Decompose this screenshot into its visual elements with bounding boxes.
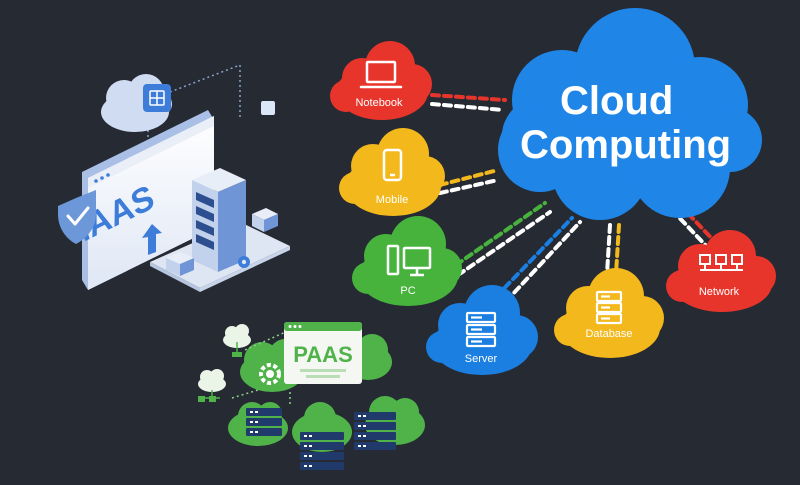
node-pc-label: PC (400, 285, 415, 297)
small-square-decoration (261, 101, 275, 115)
iaas-server-tower (192, 168, 246, 272)
iaas-cloud-icon (101, 74, 172, 132)
node-mobile-label: Mobile (376, 194, 408, 206)
server-icon (465, 311, 497, 348)
node-database-label: Database (585, 328, 632, 340)
iaas-small-box-left (166, 252, 194, 276)
paas-gear-icon (259, 363, 281, 385)
desktop-icon (386, 244, 432, 277)
connector-notebook (430, 93, 507, 112)
paas-illustration: PAAS (198, 322, 425, 470)
node-network-label: Network (699, 286, 740, 298)
node-pc: PC (352, 216, 462, 306)
paas-small-cloud-left (198, 369, 226, 402)
laptop-icon (359, 60, 403, 89)
iaas-small-box-right (252, 208, 278, 232)
upload-arrow-icon (142, 224, 162, 255)
phone-icon (382, 148, 403, 182)
node-notebook-label: Notebook (355, 97, 403, 109)
iaas-screen: IAAS (74, 110, 214, 290)
database-icon (595, 290, 623, 325)
main-cloud-title-line1: Cloud (560, 79, 673, 123)
main-cloud: Cloud Computing (498, 8, 762, 220)
node-notebook: Notebook (330, 41, 432, 120)
connector-pc (454, 201, 552, 277)
paas-server-stack-left (246, 408, 282, 436)
node-database: Database (554, 268, 664, 358)
shield-icon (58, 190, 96, 244)
gear-icon (238, 256, 250, 268)
connector-network (670, 203, 720, 252)
paas-server-stack-middle (300, 432, 344, 470)
iaas-illustration: IAAS (58, 64, 290, 292)
connector-mobile (438, 168, 500, 195)
node-network: Network (666, 230, 776, 312)
node-mobile: Mobile (339, 128, 445, 216)
main-cloud-title-line2: Computing (520, 123, 731, 167)
paas-server-stacks (246, 408, 396, 470)
paas-screen: PAAS (284, 322, 362, 384)
node-server-label: Server (465, 353, 498, 365)
node-server: Server (426, 285, 538, 375)
paas-server-stack-right (354, 412, 396, 450)
paas-small-cloud-top (223, 324, 251, 357)
network-icon (699, 254, 743, 271)
paas-label: PAAS (293, 342, 353, 367)
